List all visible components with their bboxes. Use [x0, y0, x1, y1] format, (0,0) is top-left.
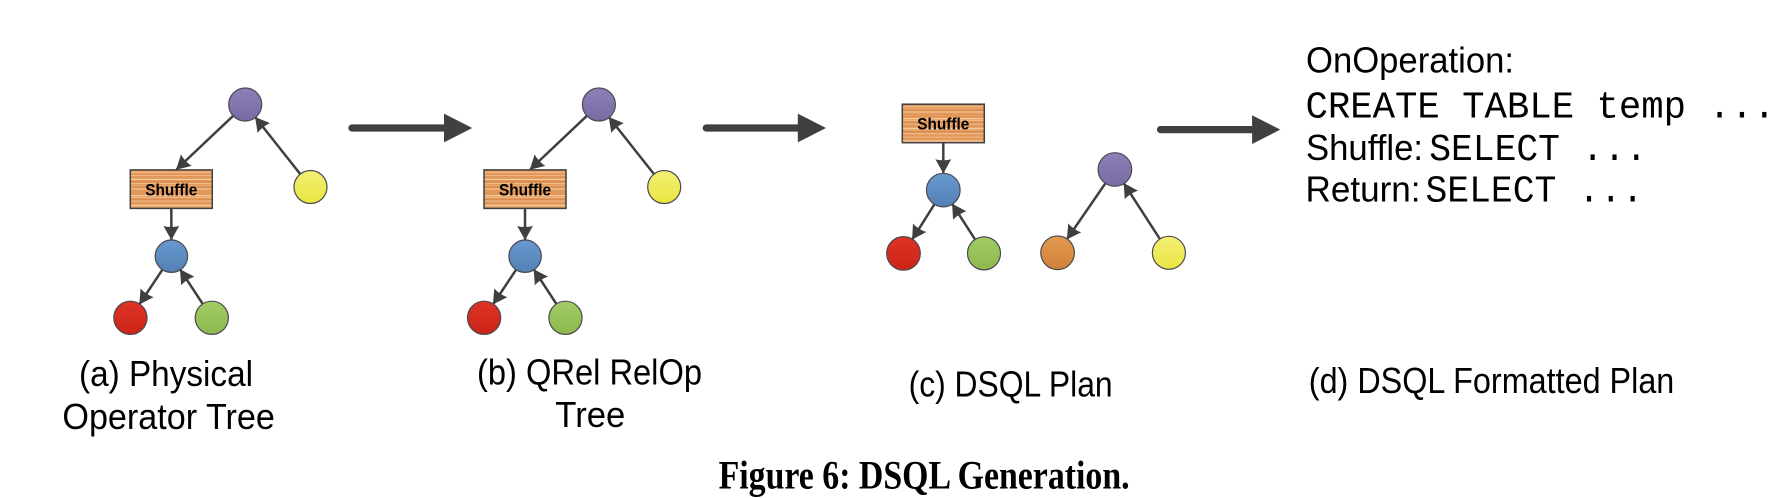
svg-text:Tree: Tree	[555, 394, 625, 435]
svg-text:SELECT ...: SELECT ...	[1429, 129, 1647, 172]
svg-text:OnOperation:: OnOperation:	[1306, 40, 1514, 81]
svg-text:Shuffle: Shuffle	[917, 116, 969, 134]
svg-text:Operator Tree: Operator Tree	[62, 396, 275, 437]
svg-text:(d) DSQL Formatted Plan: (d) DSQL Formatted Plan	[1309, 360, 1675, 401]
svg-text:Shuffle: Shuffle	[499, 181, 551, 199]
svg-text:Figure 6: DSQL Generation.: Figure 6: DSQL Generation.	[719, 452, 1130, 497]
svg-text:(c) DSQL Plan: (c) DSQL Plan	[909, 364, 1113, 405]
svg-text:CREATE TABLE temp ...: CREATE TABLE temp ...	[1306, 87, 1776, 130]
svg-text:Shuffle:: Shuffle:	[1306, 127, 1423, 168]
svg-text:Shuffle: Shuffle	[145, 181, 197, 199]
svg-text:(b) QRel RelOp: (b) QRel RelOp	[477, 352, 702, 393]
svg-text:Return:: Return:	[1306, 169, 1421, 210]
svg-text:(a) Physical: (a) Physical	[79, 353, 253, 394]
svg-text:SELECT ...: SELECT ...	[1426, 171, 1644, 214]
